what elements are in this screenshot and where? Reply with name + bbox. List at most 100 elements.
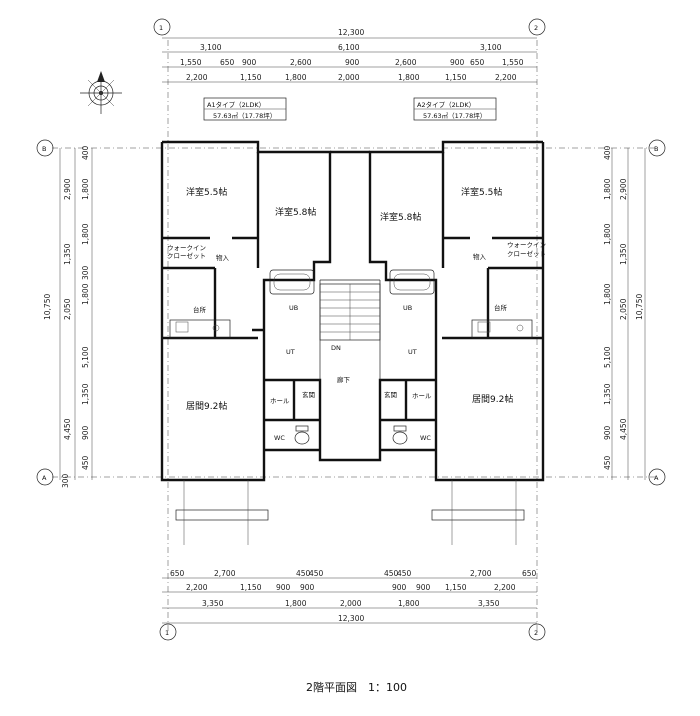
- drawing-caption: 2階平面図 1：100: [306, 680, 407, 694]
- room-label-walkin-right: ウォークイン: [507, 241, 546, 249]
- room-label-living-left: 居間9.2帖: [186, 400, 227, 412]
- type-box-a2: A2タイプ（2LDK） 57.63㎡（17.78坪）: [413, 97, 497, 121]
- right-dim: 900: [603, 425, 612, 440]
- top-dim: 2,600: [290, 58, 312, 67]
- bottom-dim: 2,000: [340, 599, 362, 608]
- left-total-dim: 10,750: [43, 294, 52, 320]
- grid-label-A-left: A: [42, 474, 47, 482]
- bottom-dim: 3,350: [478, 599, 500, 608]
- bottom-dim: 1,150: [445, 583, 467, 592]
- left-dim: 4,450: [63, 418, 72, 440]
- room-label-western-left: 洋室5.5帖: [186, 186, 227, 198]
- right-dim: 1,800: [603, 283, 612, 305]
- bottom-dim: 1,800: [285, 599, 307, 608]
- room-label-entrance-left: 玄関: [302, 390, 315, 399]
- room-label-ub-right: UB: [403, 304, 412, 312]
- toilet-right-icon: [392, 425, 408, 445]
- grid-label-2-top: 2: [534, 24, 538, 32]
- bottom-dim: 650: [522, 569, 537, 578]
- room-label-kitchen-left: 台所: [193, 305, 207, 314]
- room-label-storage-left: 物入: [216, 253, 230, 262]
- top-dim: 1,550: [180, 58, 202, 67]
- top-dim: 900: [450, 58, 465, 67]
- type-box-a1: A1タイプ（2LDK） 57.63㎡（17.78坪）: [203, 97, 287, 121]
- sink-left-icon: [169, 319, 231, 339]
- balcony-right: [431, 480, 525, 545]
- top-dim: 1,800: [285, 73, 307, 82]
- north-arrow-icon: [80, 71, 122, 114]
- type-area-a1: 57.63㎡（17.78坪）: [213, 111, 276, 120]
- bottom-dim: 450: [296, 569, 311, 578]
- top-dim: 900: [242, 58, 257, 67]
- right-dim: 400: [603, 145, 612, 160]
- right-dim: 1,350: [619, 243, 628, 265]
- right-dim: 2,050: [619, 298, 628, 320]
- bottom-dim: 2,200: [494, 583, 516, 592]
- top-dim: 1,150: [445, 73, 467, 82]
- top-dim: 2,200: [495, 73, 517, 82]
- grid-label-B-right: B: [654, 145, 658, 153]
- grid-marker-1-bottom: 1: [159, 623, 177, 641]
- balcony-left: [175, 480, 269, 545]
- room-label-hall-right: ホール: [412, 392, 432, 400]
- top-dim: 900: [345, 58, 360, 67]
- left-dim: 1,800: [81, 223, 90, 245]
- bottom-dim: 450: [397, 569, 412, 578]
- grid-marker-A-left: A: [36, 468, 54, 486]
- grid-label-B-left: B: [42, 145, 46, 153]
- room-label-ut-left: UT: [286, 348, 295, 356]
- left-dim: 1,350: [81, 383, 90, 405]
- right-dim: 1,800: [603, 178, 612, 200]
- bottom-dimensions: 650 2,700 450 450 450 450 2,700 650 2,20…: [162, 569, 537, 624]
- top-dim: 1,550: [502, 58, 524, 67]
- left-dim: 400: [81, 145, 90, 160]
- left-dimensions: 10,750 2,900 1,350 2,050 4,450 400 1,800…: [43, 145, 93, 488]
- bottom-dim: 650: [170, 569, 185, 578]
- left-dim: 450: [81, 455, 90, 470]
- bathtub-right-icon: [389, 269, 435, 295]
- bottom-dim: 2,700: [470, 569, 492, 578]
- bottom-dim: 900: [300, 583, 315, 592]
- room-label-western-58-left: 洋室5.8帖: [275, 206, 316, 218]
- top-dim: 1,150: [240, 73, 262, 82]
- left-dim: 2,050: [63, 298, 72, 320]
- grid-marker-A-right: A: [648, 468, 666, 486]
- sink-right-icon: [471, 319, 533, 339]
- top-dim: 3,100: [200, 43, 222, 52]
- right-dim: 450: [603, 455, 612, 470]
- room-label-wc-left: WC: [274, 434, 285, 442]
- room-label-hall-left: ホール: [270, 397, 290, 405]
- bottom-dim: 450: [309, 569, 324, 578]
- bottom-dim: 1,150: [240, 583, 262, 592]
- right-dim: 4,450: [619, 418, 628, 440]
- grid-marker-2-bottom: 2: [528, 623, 546, 641]
- top-dim: 2,600: [395, 58, 417, 67]
- grid-marker-B-right: B: [648, 139, 666, 157]
- toilet-left-icon: [294, 425, 310, 445]
- right-total-dim: 10,750: [635, 294, 644, 320]
- grid-marker-B-left: B: [36, 139, 54, 157]
- room-label-kitchen-right: 台所: [494, 303, 508, 312]
- room-label-entrance-right: 玄関: [384, 390, 397, 399]
- building-walls: [160, 140, 545, 482]
- bottom-total-dim: 12,300: [338, 614, 364, 623]
- top-dim: 650: [220, 58, 235, 67]
- right-dim: 5,100: [603, 346, 612, 368]
- grid-label-2-bottom: 2: [534, 629, 538, 637]
- bottom-dim: 450: [384, 569, 399, 578]
- top-dim: 650: [470, 58, 485, 67]
- top-dim: 2,000: [338, 73, 360, 82]
- room-label-ut-right: UT: [408, 348, 417, 356]
- room-label-ub-left: UB: [289, 304, 298, 312]
- left-dim: 5,100: [81, 346, 90, 368]
- stairs: [319, 283, 381, 341]
- top-dim: 2,200: [186, 73, 208, 82]
- room-label-closet-right: クローゼット: [507, 249, 546, 258]
- bottom-dim: 3,350: [202, 599, 224, 608]
- top-dim: 6,100: [338, 43, 360, 52]
- room-label-western-58-right: 洋室5.8帖: [380, 211, 421, 223]
- grid-marker-1-top: 1: [153, 18, 171, 36]
- top-dim: 3,100: [480, 43, 502, 52]
- type-area-a2: 57.63㎡（17.78坪）: [423, 111, 486, 120]
